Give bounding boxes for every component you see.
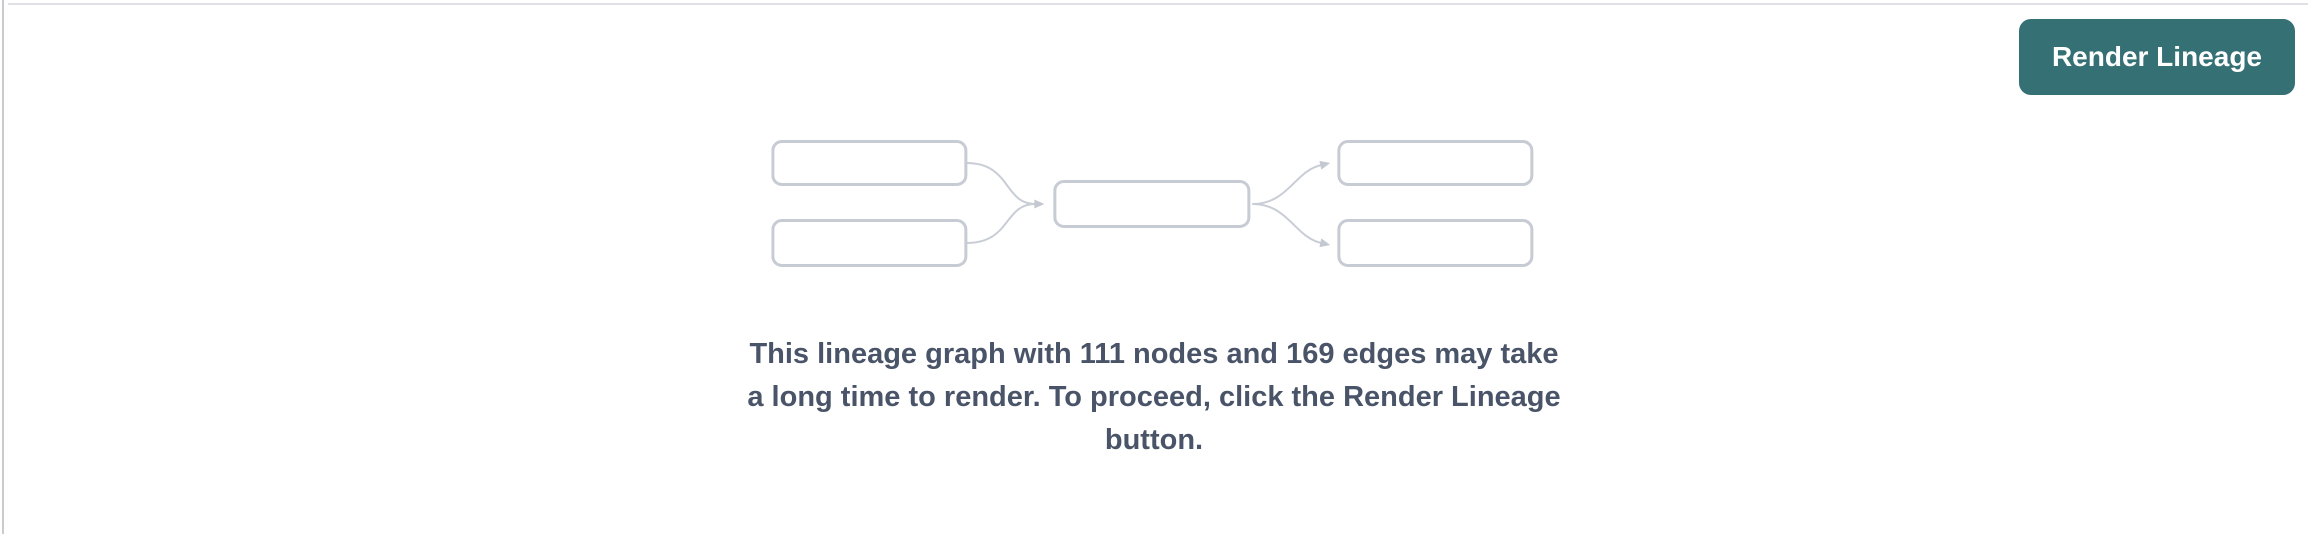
render-warning-message: This lineage graph with 111 nodes and 16…: [747, 333, 1560, 462]
placeholder-nodes: [770, 140, 1533, 267]
placeholder-node-upstream-bottom: [770, 219, 967, 267]
message-line-1: This lineage graph with 111 nodes and 16…: [749, 338, 1559, 370]
placeholder-node-center: [1052, 180, 1250, 228]
placeholder-node-downstream-bottom: [1336, 219, 1533, 267]
panel-left-border: [2, 0, 4, 534]
placeholder-node-upstream-top: [770, 140, 967, 186]
message-line-3: button.: [1104, 424, 1204, 456]
placeholder-edges: [965, 160, 1330, 248]
lineage-graph-placeholder-icon: [770, 140, 1533, 267]
placeholder-edge-downstream-top: [1251, 160, 1330, 205]
placeholder-edge-downstream-bottom: [1251, 203, 1330, 248]
placeholder-edge-upstream-top: [965, 162, 1036, 205]
message-line-2: a long time to render. To proceed, click…: [747, 381, 1561, 413]
render-prompt: This lineage graph with 111 nodes and 16…: [747, 140, 1561, 462]
placeholder-edge-upstream-bottom: [965, 199, 1044, 244]
panel-top-border: [8, 3, 2308, 5]
render-lineage-button[interactable]: Render Lineage: [2018, 19, 2295, 95]
placeholder-node-downstream-top: [1336, 140, 1533, 186]
